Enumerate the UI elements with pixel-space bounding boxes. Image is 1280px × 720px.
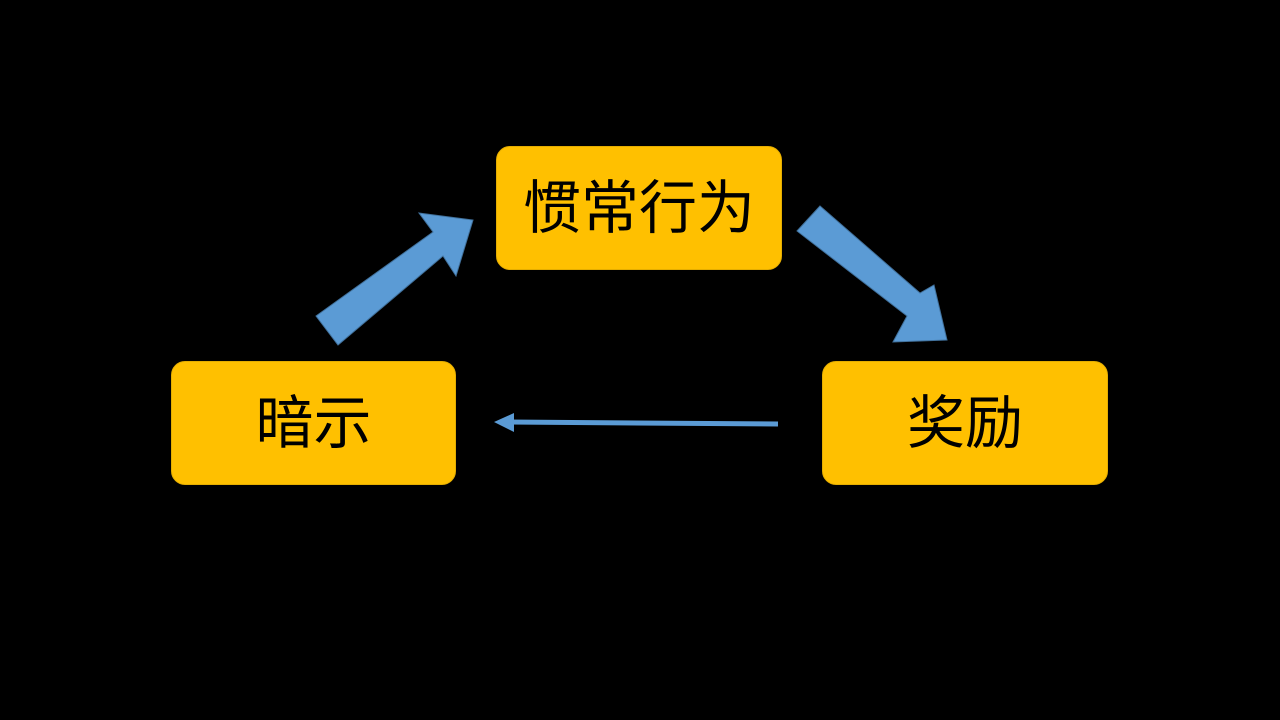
habit-node: 惯常行为: [496, 146, 782, 270]
cue-label: 暗示: [255, 389, 372, 457]
arrow-cue-to-habit: [315, 212, 474, 346]
reward-node: 奖励: [822, 361, 1108, 485]
arrow-reward-to-cue-shaft: [505, 419, 779, 427]
reward-label: 奖励: [906, 389, 1023, 457]
cue-node: 暗示: [171, 361, 456, 485]
habit-label: 惯常行为: [522, 174, 755, 242]
arrow-reward-to-cue-head: [494, 413, 514, 432]
arrow-habit-to-reward: [796, 205, 948, 343]
